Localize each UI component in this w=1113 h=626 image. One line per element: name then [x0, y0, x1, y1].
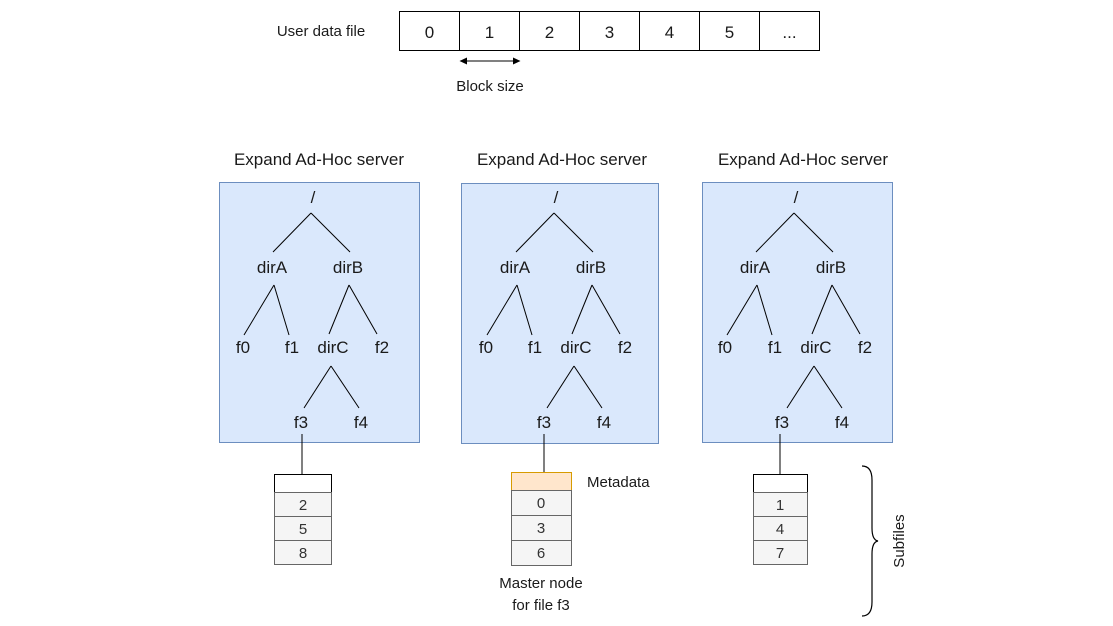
tree-node-dirB: dirB — [816, 258, 846, 277]
tree-node-f4: f4 — [597, 413, 611, 432]
subfile-cell-value: 4 — [776, 521, 784, 538]
server-box — [461, 183, 659, 444]
subfile-cell — [274, 492, 332, 517]
subfile-cell — [511, 540, 572, 566]
tree-node-dirC: dirC — [800, 338, 831, 357]
server-1: Expand Ad-Hoc server / dirA dirB f0 f1 d… — [219, 150, 420, 565]
tree-node-f1: f1 — [528, 338, 542, 357]
tree-node-f3: f3 — [775, 413, 789, 432]
master-node-label-line1: Master node — [499, 575, 582, 592]
tree-node-dirA: dirA — [257, 258, 288, 277]
tree-node-f2: f2 — [375, 338, 389, 357]
subfile-cell — [511, 515, 572, 541]
tree-edges — [243, 212, 378, 409]
user-data-file-blocks — [399, 11, 820, 51]
tree-node-root: / — [554, 188, 559, 207]
block-label: 0 — [425, 23, 434, 42]
subfile-header — [274, 474, 332, 493]
tree-node-f4: f4 — [835, 413, 849, 432]
server-title: Expand Ad-Hoc server — [477, 150, 647, 169]
block-label: 5 — [725, 23, 734, 42]
server-3: Expand Ad-Hoc server / dirA dirB f0 f1 d… — [702, 150, 893, 565]
subfile-cell-value: 6 — [537, 545, 545, 562]
block-label: 1 — [485, 23, 494, 42]
tree-node-f0: f0 — [479, 338, 493, 357]
block-cell — [519, 11, 580, 51]
block-cell — [459, 11, 520, 51]
block-label: ... — [782, 23, 796, 42]
tree-node-f1: f1 — [285, 338, 299, 357]
block-size-arrow — [459, 57, 521, 65]
subfile-stack — [511, 472, 572, 566]
server-box — [702, 182, 893, 443]
subfile-cell-value: 8 — [299, 545, 307, 562]
subfile-cell — [274, 540, 332, 565]
user-data-file-label: User data file — [277, 23, 365, 40]
subfiles-brace — [861, 465, 879, 617]
tree-edges — [486, 212, 621, 409]
server-box — [219, 182, 420, 443]
subfile-cell-value: 3 — [537, 520, 545, 537]
master-node-label-line2: for file f3 — [512, 597, 570, 614]
tree-node-f0: f0 — [718, 338, 732, 357]
block-cell — [699, 11, 760, 51]
server-title: Expand Ad-Hoc server — [234, 150, 404, 169]
tree-node-dirC: dirC — [560, 338, 591, 357]
block-cell — [639, 11, 700, 51]
subfile-cell — [753, 516, 808, 541]
subfiles-label: Subfiles — [891, 514, 908, 567]
server-title: Expand Ad-Hoc server — [718, 150, 888, 169]
tree-node-root: / — [311, 188, 316, 207]
block-cell — [399, 11, 460, 51]
subfile-stack — [753, 474, 808, 565]
block-label: 3 — [605, 23, 614, 42]
subfile-cell-value: 2 — [299, 497, 307, 514]
subfile-header — [753, 474, 808, 493]
tree-node-dirA: dirA — [500, 258, 531, 277]
subfile-cell — [753, 540, 808, 565]
subfile-stack — [274, 474, 332, 565]
subfile-cell-value: 5 — [299, 521, 307, 538]
server-2: Expand Ad-Hoc server / dirA dirB f0 f1 d… — [461, 150, 659, 614]
subfile-cell-value: 1 — [776, 497, 784, 514]
tree-edges — [726, 212, 861, 409]
tree-node-dirB: dirB — [333, 258, 363, 277]
tree-node-dirB: dirB — [576, 258, 606, 277]
subfile-cell-value: 0 — [537, 495, 545, 512]
block-cell — [759, 11, 820, 51]
metadata-label: Metadata — [587, 474, 650, 491]
block-size-label: Block size — [456, 78, 524, 95]
tree-node-f1: f1 — [768, 338, 782, 357]
tree-node-f0: f0 — [236, 338, 250, 357]
tree-node-dirC: dirC — [317, 338, 348, 357]
tree-node-f3: f3 — [537, 413, 551, 432]
tree-node-dirA: dirA — [740, 258, 771, 277]
tree-node-f3: f3 — [294, 413, 308, 432]
tree-node-f2: f2 — [618, 338, 632, 357]
tree-node-f4: f4 — [354, 413, 368, 432]
block-label: 4 — [665, 23, 674, 42]
block-label: 2 — [545, 23, 554, 42]
metadata-cell — [511, 472, 572, 491]
subfile-cell — [753, 492, 808, 517]
subfile-cell-value: 7 — [776, 545, 784, 562]
tree-node-root: / — [794, 188, 799, 207]
tree-node-f2: f2 — [858, 338, 872, 357]
